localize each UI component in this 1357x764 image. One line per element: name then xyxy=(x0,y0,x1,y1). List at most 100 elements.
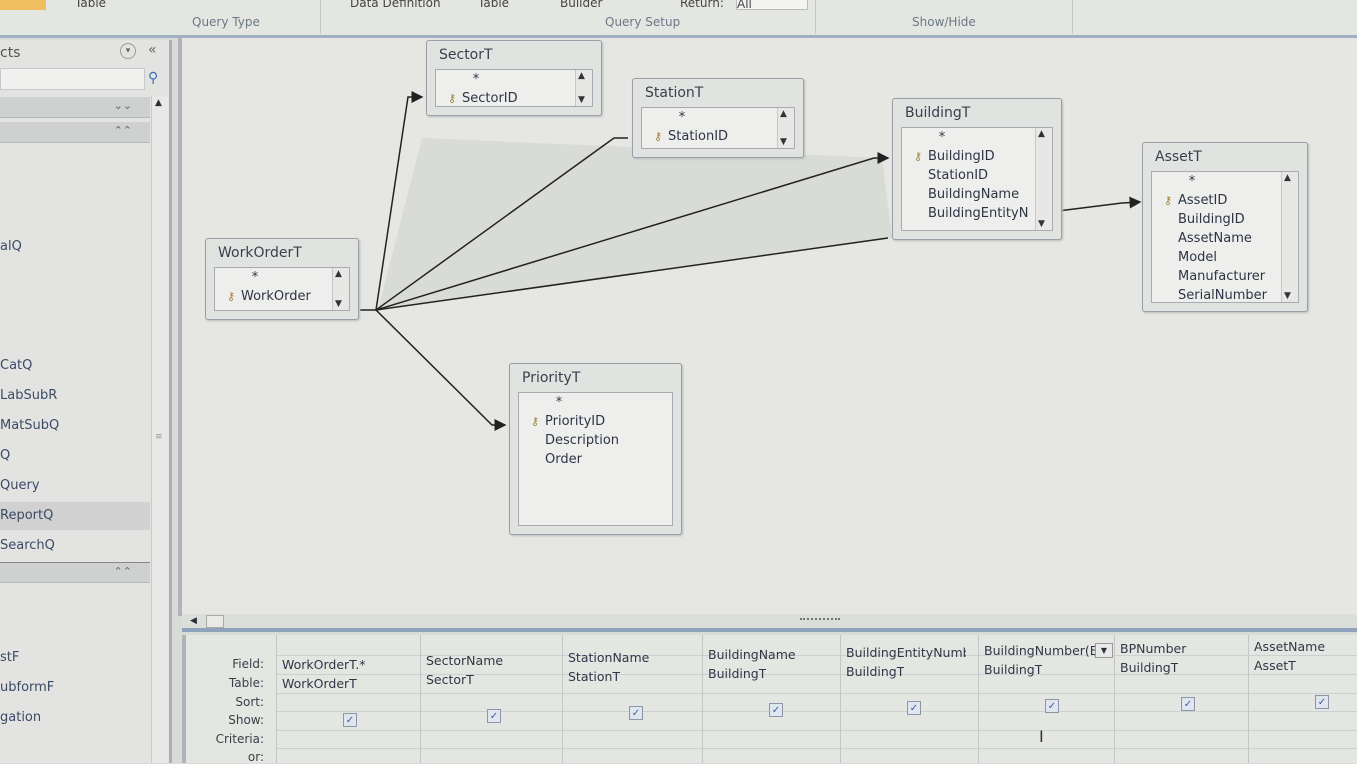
ribbon-data-definition-button[interactable]: Data Definition xyxy=(350,0,441,10)
scroll-up-icon[interactable]: ▲ xyxy=(155,98,162,108)
nav-item-selected[interactable]: ReportQ xyxy=(0,502,150,530)
field-cell[interactable]: BuildingNumber(E xyxy=(984,643,1098,658)
search-icon[interactable]: ⚲ xyxy=(148,70,159,86)
field-cell[interactable]: AssetName xyxy=(1254,639,1326,654)
field-item[interactable]: Description xyxy=(545,433,620,448)
scroll-down-icon[interactable]: ▼ xyxy=(780,137,787,147)
field-cell[interactable]: BuildingEntityNumbe xyxy=(846,645,966,660)
nav-search-input[interactable] xyxy=(0,68,145,90)
field-item[interactable]: Model xyxy=(1178,250,1218,265)
scroll-up-icon[interactable]: ▲ xyxy=(1038,129,1045,139)
join-line-building[interactable] xyxy=(375,152,890,311)
scroll-grip-icon[interactable]: ≡ xyxy=(155,432,163,442)
query-type-button-highlight[interactable] xyxy=(0,0,46,10)
field-item[interactable]: StationID xyxy=(928,168,989,183)
field-item[interactable]: ⚷WorkOrder xyxy=(215,287,349,306)
field-item[interactable]: SerialNumber xyxy=(1178,288,1268,303)
nav-item[interactable]: SearchQ xyxy=(0,538,55,553)
field-all[interactable]: * xyxy=(472,72,480,87)
table-asset[interactable]: AssetT * ⚷AssetID BuildingID AssetName M… xyxy=(1142,142,1308,312)
nav-scrollbar[interactable]: ▲ ≡ xyxy=(151,96,168,763)
nav-item[interactable]: LabSubR xyxy=(0,388,58,403)
scroll-down-icon[interactable]: ▼ xyxy=(1038,219,1045,229)
ribbon-table-button[interactable]: Table xyxy=(75,0,107,10)
scroll-up-icon[interactable]: ▲ xyxy=(780,109,787,119)
show-checkbox[interactable]: ✓ xyxy=(487,709,501,723)
show-checkbox[interactable]: ✓ xyxy=(343,713,357,727)
show-checkbox[interactable]: ✓ xyxy=(769,703,783,717)
table-priority[interactable]: PriorityT * ⚷PriorityID Description Orde… xyxy=(509,363,682,535)
return-select[interactable]: All xyxy=(736,0,808,11)
scrollbar[interactable]: ▲▼ xyxy=(1035,128,1052,230)
field-cell[interactable]: SectorName xyxy=(426,653,504,668)
table-sector[interactable]: SectorT * ⚷SectorID ▲▼ xyxy=(426,40,602,116)
table-cell[interactable]: BuildingT xyxy=(1120,660,1179,675)
join-line-station[interactable] xyxy=(375,137,628,311)
field-item[interactable]: ⚷PriorityID xyxy=(519,412,672,431)
show-checkbox[interactable]: ✓ xyxy=(907,701,921,715)
scroll-down-icon[interactable]: ▼ xyxy=(1284,291,1291,301)
show-checkbox[interactable]: ✓ xyxy=(1315,695,1329,709)
field-item[interactable]: ⚷AssetID xyxy=(1152,191,1298,210)
nav-item[interactable]: Query xyxy=(0,478,40,493)
table-cell[interactable]: SectorT xyxy=(426,672,474,687)
nav-item[interactable]: gation xyxy=(0,710,42,725)
nav-group-header[interactable]: ⌄⌄ xyxy=(0,97,150,118)
nav-item[interactable]: MatSubQ xyxy=(0,418,60,433)
show-checkbox[interactable]: ✓ xyxy=(1045,699,1059,713)
table-cell[interactable]: BuildingT xyxy=(846,664,905,679)
field-dropdown-icon[interactable]: ▼ xyxy=(1095,643,1113,658)
nav-item[interactable]: Q xyxy=(0,448,11,463)
nav-item[interactable]: CatQ xyxy=(0,358,33,373)
table-cell[interactable]: BuildingT xyxy=(984,662,1043,677)
scrollbar[interactable]: ▲▼ xyxy=(332,268,349,310)
field-all[interactable]: * xyxy=(555,395,563,410)
splitter-grip-icon[interactable] xyxy=(800,618,840,622)
horizontal-scroll-thumb[interactable] xyxy=(206,615,224,628)
field-cell[interactable]: WorkOrderT.* xyxy=(282,657,366,672)
pane-splitter[interactable]: ◀ xyxy=(182,614,1357,632)
table-cell[interactable]: AssetT xyxy=(1254,658,1296,673)
join-line-priority[interactable] xyxy=(375,309,507,431)
table-cell[interactable]: BuildingT xyxy=(708,666,767,681)
field-cell[interactable]: BuildingName xyxy=(708,647,796,662)
field-cell[interactable]: StationName xyxy=(568,650,650,665)
field-item[interactable]: ⚷StationID xyxy=(642,127,794,146)
ribbon-show-table-button[interactable]: Table xyxy=(478,0,510,10)
table-cell[interactable]: WorkOrderT xyxy=(282,676,357,691)
join-line-sector[interactable] xyxy=(360,91,424,311)
field-item[interactable]: BuildingEntityN xyxy=(928,206,1029,221)
field-all[interactable]: * xyxy=(938,130,946,145)
field-item[interactable]: BuildingID xyxy=(1178,212,1245,227)
table-cell[interactable]: StationT xyxy=(568,669,621,684)
field-all[interactable]: * xyxy=(678,110,686,125)
nav-item[interactable]: stF xyxy=(0,650,20,665)
nav-menu-dropdown-icon[interactable]: ▾ xyxy=(120,43,136,59)
field-item[interactable]: AssetName xyxy=(1178,231,1252,246)
nav-item[interactable]: ubformF xyxy=(0,680,55,695)
show-checkbox[interactable]: ✓ xyxy=(1181,697,1195,711)
table-station[interactable]: StationT * ⚷StationID ▲▼ xyxy=(632,78,804,158)
show-checkbox[interactable]: ✓ xyxy=(629,706,643,720)
join-line-asset[interactable] xyxy=(1057,196,1142,212)
field-item[interactable]: ⚷BuildingID xyxy=(902,147,1052,166)
field-item[interactable]: Manufacturer xyxy=(1178,269,1266,284)
nav-group-header-queries[interactable]: ⌃⌃ xyxy=(0,122,150,143)
scroll-up-icon[interactable]: ▲ xyxy=(1284,173,1291,183)
scrollbar[interactable]: ▲▼ xyxy=(1281,172,1298,302)
nav-collapse-icon[interactable]: « xyxy=(148,42,157,58)
join-line-building-2[interactable] xyxy=(375,237,889,311)
scroll-down-icon[interactable]: ▼ xyxy=(335,299,342,309)
field-item[interactable]: Order xyxy=(545,452,582,467)
field-item[interactable]: ⚷SectorID xyxy=(436,89,592,108)
field-item[interactable]: BuildingName xyxy=(928,187,1020,202)
scroll-up-icon[interactable]: ▲ xyxy=(335,269,342,279)
scrollbar[interactable]: ▲▼ xyxy=(575,70,592,106)
